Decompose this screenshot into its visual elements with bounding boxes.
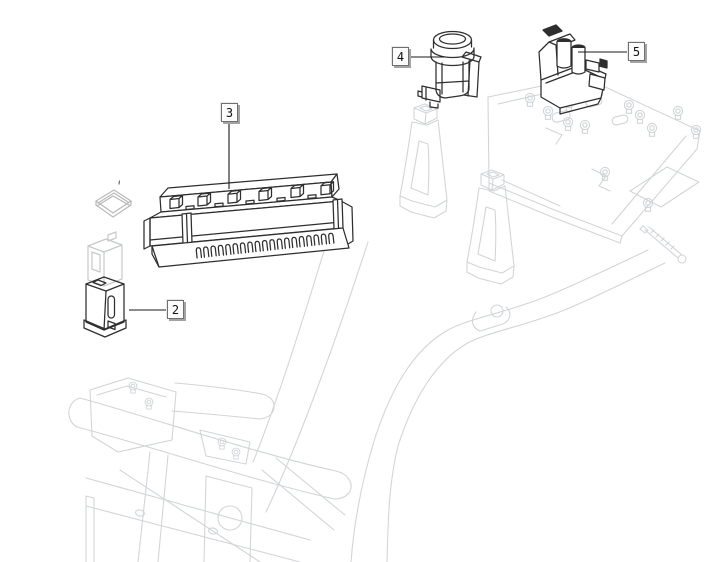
middle-rail-tube bbox=[252, 231, 369, 513]
lower-left-structure bbox=[85, 377, 346, 562]
callout-3-label: 3 bbox=[225, 105, 234, 120]
comb-fins bbox=[195, 232, 335, 259]
callout-2[interactable]: 2 bbox=[167, 300, 184, 319]
part-4-solenoid bbox=[417, 30, 482, 109]
callout-5-label: 5 bbox=[632, 44, 641, 59]
part-3-fuse-box bbox=[143, 173, 354, 268]
callout-leader-lines bbox=[129, 51, 627, 311]
seat-frame-tube bbox=[68, 397, 352, 500]
callout-5[interactable]: 5 bbox=[628, 42, 645, 61]
fuse-cubes bbox=[169, 181, 335, 211]
electrical-parts bbox=[83, 24, 608, 338]
long-screw bbox=[639, 225, 687, 264]
callout-3[interactable]: 3 bbox=[221, 103, 238, 122]
hold-down-pillar-2 bbox=[466, 169, 515, 285]
battery-tray-plate bbox=[487, 82, 701, 244]
callout-4[interactable]: 4 bbox=[392, 47, 409, 66]
cross-tube bbox=[171, 382, 275, 420]
part-2-relay bbox=[83, 276, 127, 338]
callout-2-label: 2 bbox=[171, 302, 180, 317]
part-pad bbox=[95, 180, 132, 218]
part-5-relay-bracket bbox=[538, 24, 608, 115]
rear-rail-tube bbox=[350, 249, 666, 562]
part-2-relay-upper bbox=[87, 231, 123, 287]
vehicle-frame-background bbox=[68, 81, 702, 562]
callout-4-label: 4 bbox=[396, 49, 405, 64]
hold-down-pillar-1 bbox=[399, 103, 448, 219]
